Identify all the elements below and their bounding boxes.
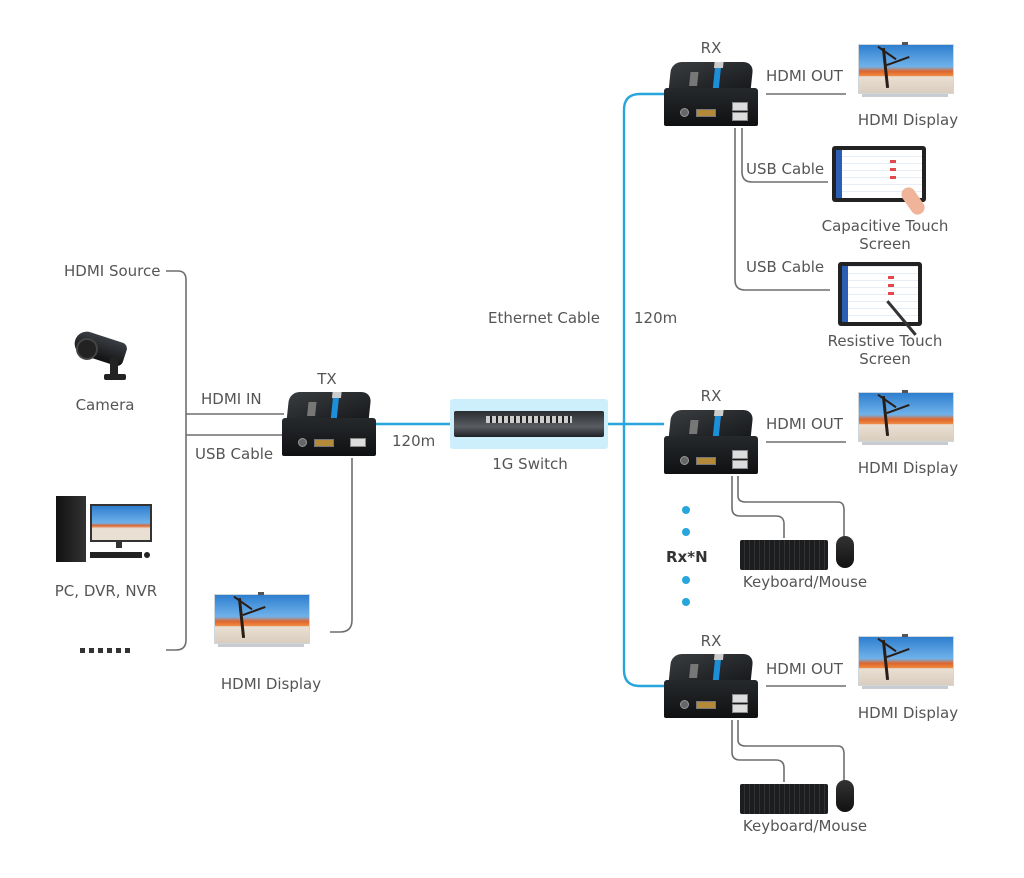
tx-hdmi-display-label: HDMI Display: [220, 675, 322, 693]
ellipsis-icon: [80, 648, 130, 653]
rx1-hdmi-display-label: HDMI Display: [857, 111, 959, 129]
rx2-extender-device: [664, 410, 758, 474]
rx3-keyboard-mouse-label: Keyboard/Mouse: [742, 817, 868, 835]
capacitive-touch-screen-label: Capacitive Touch Screen: [806, 217, 964, 253]
ethernet-distance-label: 120m: [634, 309, 678, 327]
rx1-hdmi-display-icon: [858, 42, 954, 100]
resistive-label-line2: Screen: [859, 350, 911, 368]
ethernet-cable-label: Ethernet Cable: [488, 309, 600, 327]
rx2-keyboard-mouse-icon: [740, 536, 858, 576]
hdmi-source-title: HDMI Source: [64, 262, 161, 280]
capacitive-label-line2: Screen: [859, 235, 911, 253]
tx-hdmi-display-icon: [214, 592, 310, 650]
pc-dvr-nvr-label: PC, DVR, NVR: [54, 582, 158, 600]
rx3-kb-wire: [731, 720, 785, 782]
rx3-label: RX: [700, 632, 722, 650]
rx1-usb-capacitive-wire: [741, 128, 828, 183]
rx1-extender-device: [664, 62, 758, 126]
rx3-hdmi-out-label: HDMI OUT: [766, 660, 843, 678]
hdmi-in-label: HDMI IN: [201, 390, 262, 408]
ethernet-backbone: [622, 92, 664, 688]
tx-distance-label: 120m: [392, 432, 436, 450]
rx2-hdmi-display-icon: [858, 390, 954, 448]
rx1-usb-cable-resistive-label: USB Cable: [746, 258, 825, 276]
source-bracket: [166, 270, 187, 651]
resistive-touch-screen-label: Resistive Touch Screen: [806, 332, 964, 368]
tx-extender-device: [282, 392, 376, 456]
continuation-dot: [682, 576, 690, 584]
rx3-mouse-wire: [737, 720, 845, 782]
rx3-hdmi-display-label: HDMI Display: [857, 704, 959, 722]
continuation-dot: [682, 528, 690, 536]
rx1-hdmi-out-label: HDMI OUT: [766, 67, 843, 85]
tx-label: TX: [317, 370, 337, 388]
rx2-mouse-wire: [737, 476, 845, 538]
camera-icon: [71, 328, 132, 382]
continuation-dot: [682, 598, 690, 606]
camera-label: Camera: [75, 396, 135, 414]
tx-usb-cable-label: USB Cable: [195, 445, 274, 463]
network-switch-icon: [450, 399, 608, 449]
rx2-hdmi-display-label: HDMI Display: [857, 459, 959, 477]
continuation-dot: [682, 506, 690, 514]
resistive-touch-screen-icon: [838, 262, 922, 326]
rx1-usb-cable-capacitive-label: USB Cable: [746, 160, 825, 178]
rx2-kb-wire: [731, 476, 785, 538]
pc-icon: [56, 496, 152, 562]
rx3-extender-device: [664, 654, 758, 718]
rx2-label: RX: [700, 387, 722, 405]
rx-multiplier-label: Rx*N: [666, 548, 708, 566]
tx-display-wire: [330, 458, 353, 633]
rx3-hdmi-display-icon: [858, 634, 954, 692]
rx2-keyboard-mouse-label: Keyboard/Mouse: [742, 573, 868, 591]
switch-label: 1G Switch: [492, 455, 568, 473]
capacitive-label-line1: Capacitive Touch: [821, 217, 949, 235]
rx3-keyboard-mouse-icon: [740, 780, 858, 820]
resistive-label-line1: Resistive Touch: [827, 332, 943, 350]
rx1-usb-resistive-wire: [734, 128, 830, 291]
rx1-label: RX: [700, 39, 722, 57]
rx2-hdmi-out-label: HDMI OUT: [766, 415, 843, 433]
